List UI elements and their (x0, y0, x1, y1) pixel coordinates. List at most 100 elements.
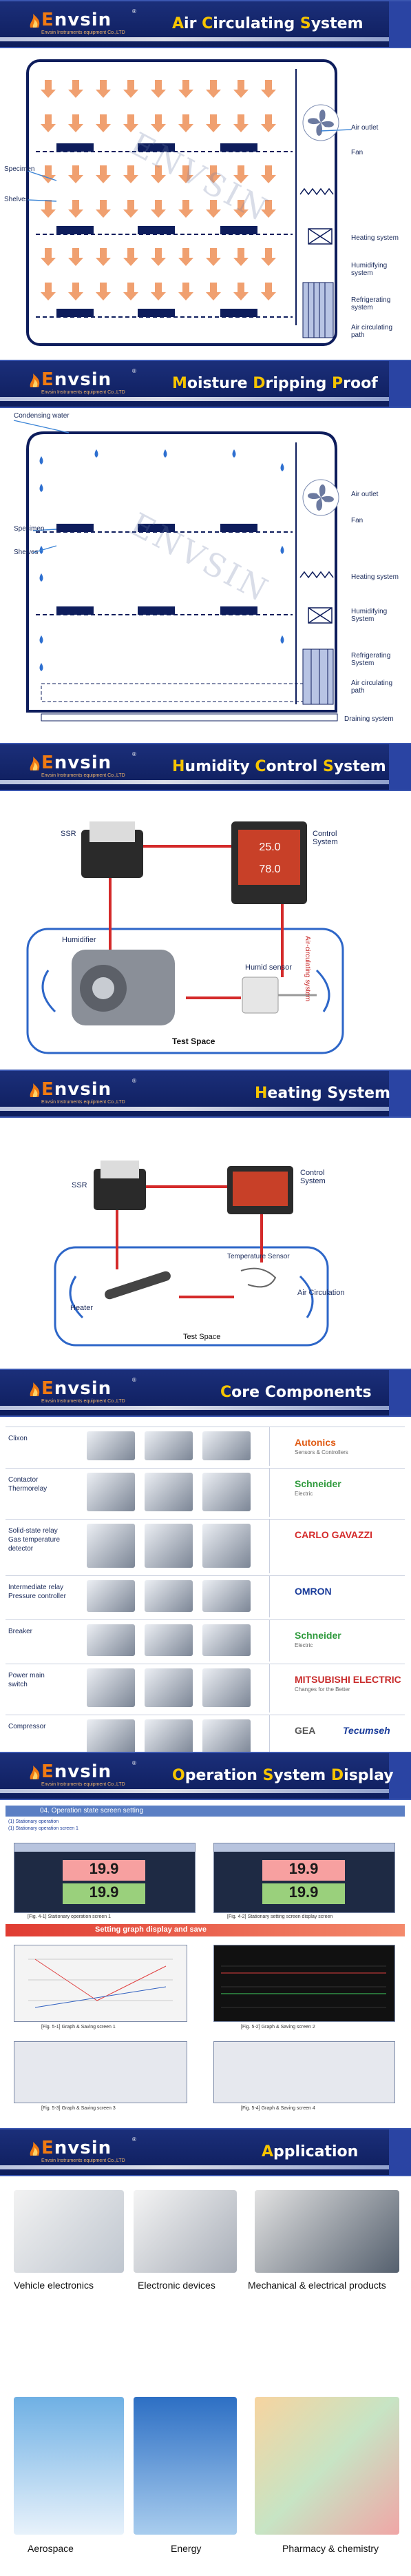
envsin-logo: Envsin ® Envsin Instruments equipment Co… (28, 367, 151, 401)
label-ssr: SSR (61, 830, 76, 838)
component-name: Intermediate relay Pressure controller (8, 1584, 66, 1600)
caption-4-1: [Fig. 4-1] Stationary operation screen 1 (28, 1914, 112, 1919)
header-core: Envsin ® Envsin Instruments equipment Co… (0, 1369, 411, 1417)
moisture-drawing (13, 420, 339, 722)
envsin-logo: Envsin ® Envsin Instruments equipment Co… (28, 7, 151, 41)
flame-logo-icon (30, 1083, 40, 1097)
operation-display: 04. Operation state screen setting (1) S… (0, 1800, 411, 2128)
airflow-arrow (261, 80, 276, 98)
envsin-logo: Envsin ® Envsin Instruments equipment Co… (28, 1076, 151, 1111)
airflow-arrow (96, 80, 111, 98)
caption-vehicle-electronics: Vehicle electronics (14, 2280, 94, 2291)
airflow-arrow (233, 200, 249, 218)
flame-logo-icon (30, 1766, 40, 1779)
airflow-arrow (178, 283, 193, 300)
header-air: Envsin ® Envsin Instruments equipment Co… (0, 0, 411, 48)
water-drop (280, 635, 284, 644)
component-name: Compressor (8, 1723, 46, 1730)
screen-stationary-1: 19.9 19.9 (14, 1843, 196, 1913)
caption-mechanical: Mechanical & electrical products (248, 2280, 386, 2291)
component-photo (145, 1624, 193, 1656)
test-space-outline (54, 1246, 329, 1347)
heater-icon (299, 187, 334, 196)
brand-logo: OMRON (295, 1586, 332, 1597)
heater-coil-icon (105, 1271, 171, 1300)
water-drop (232, 449, 236, 458)
caption-5-4: [Fig. 5-4] Graph & Saving screen 4 (241, 2106, 315, 2111)
airflow-arrow (261, 283, 276, 300)
ssr-icon (94, 1161, 146, 1210)
airflow-arrow (206, 114, 221, 132)
airflow-arrow (41, 283, 56, 300)
component-photo (202, 1580, 251, 1612)
airflow-arrow (68, 248, 83, 266)
component-photo (145, 1580, 193, 1612)
test-space-outline (26, 928, 344, 1054)
brand-subtitle: Changes for the Better (295, 1686, 350, 1693)
photo-aerospace (14, 2397, 124, 2535)
heating-drawing (54, 1161, 329, 1347)
specimen-blocks (56, 524, 257, 615)
airflow-arrow (261, 165, 276, 183)
photo-electronic-devices (134, 2190, 237, 2273)
water-drop (39, 663, 43, 671)
caption-aerospace: Aerospace (28, 2543, 74, 2554)
airflow-arrow (68, 200, 83, 218)
evaporator-coil-icon (302, 648, 334, 705)
label-humidifier: Humidifier (62, 936, 96, 944)
water-drop (39, 635, 43, 644)
caption-5-2: [Fig. 5-2] Graph & Saving screen 2 (241, 2025, 315, 2030)
label-air-outlet: Air outlet (351, 491, 379, 498)
section-title: Humidity Control System (172, 758, 386, 775)
section-title: Operation System Display (172, 1767, 394, 1784)
label-air-outlet: Air outlet (351, 124, 379, 132)
airflow-arrow (151, 283, 166, 300)
water-drop (280, 463, 284, 471)
wiring (116, 1185, 263, 1298)
component-photo (202, 1719, 251, 1754)
water-drop (94, 449, 98, 458)
label-humid-sensor: Humid sensor (245, 963, 292, 972)
airflow-arrow (206, 248, 221, 266)
water-drop (39, 484, 43, 492)
airflow-arrow (261, 200, 276, 218)
condensate-drops (39, 449, 284, 671)
label-heating: Heating system (351, 573, 399, 581)
label-air-path: Air circulating path (351, 324, 393, 339)
label-shelves: Shelves (4, 196, 29, 203)
label-test-space: Test Space (183, 1333, 221, 1341)
chamber-outline (26, 431, 337, 713)
component-photo (145, 1668, 193, 1707)
airflow-arrow (41, 200, 56, 218)
header-moisture: Envsin ® Envsin Instruments equipment Co… (0, 360, 411, 408)
flame-logo-icon (30, 14, 40, 28)
airflow-arrow (68, 165, 83, 183)
screen-graph-3 (14, 2041, 187, 2103)
component-photo (202, 1524, 251, 1568)
airflow-arrow (96, 114, 111, 132)
component-name: Power main switch (8, 1672, 45, 1688)
label-refrigerating: Refrigerating System (351, 652, 391, 667)
component-photo (202, 1668, 251, 1707)
photo-pharmacy (255, 2397, 399, 2535)
brand-logo: Schneider (295, 1630, 341, 1641)
label-heating: Heating system (351, 234, 399, 242)
moisture-diagram: ENVSIN Condensing water Specimen Shelves… (0, 408, 411, 743)
flame-logo-icon (30, 757, 40, 770)
brand-logo: MITSUBISHI ELECTRIC (295, 1674, 401, 1685)
op-line2: (1) Stationary operation screen 1 (8, 1826, 78, 1831)
application-gallery: Vehicle electronics Electronic devices M… (0, 2176, 411, 2576)
screen-graph-1 (14, 1945, 187, 2022)
brand-logo: GEA (295, 1725, 316, 1736)
airflow-arrow (96, 248, 111, 266)
wiring (109, 845, 284, 999)
op-line1: (1) Stationary operation (8, 1819, 59, 1824)
airflow-arrow (233, 80, 249, 98)
airflow-arrow (206, 283, 221, 300)
airflow-arrow (41, 80, 56, 98)
envsin-logo: Envsin ® Envsin Instruments equipment Co… (28, 2135, 151, 2169)
component-name: Contactor Thermorelay (8, 1476, 48, 1493)
airflow-arrow (261, 114, 276, 132)
envsin-logo: Envsin ® Envsin Instruments equipment Co… (28, 750, 151, 784)
